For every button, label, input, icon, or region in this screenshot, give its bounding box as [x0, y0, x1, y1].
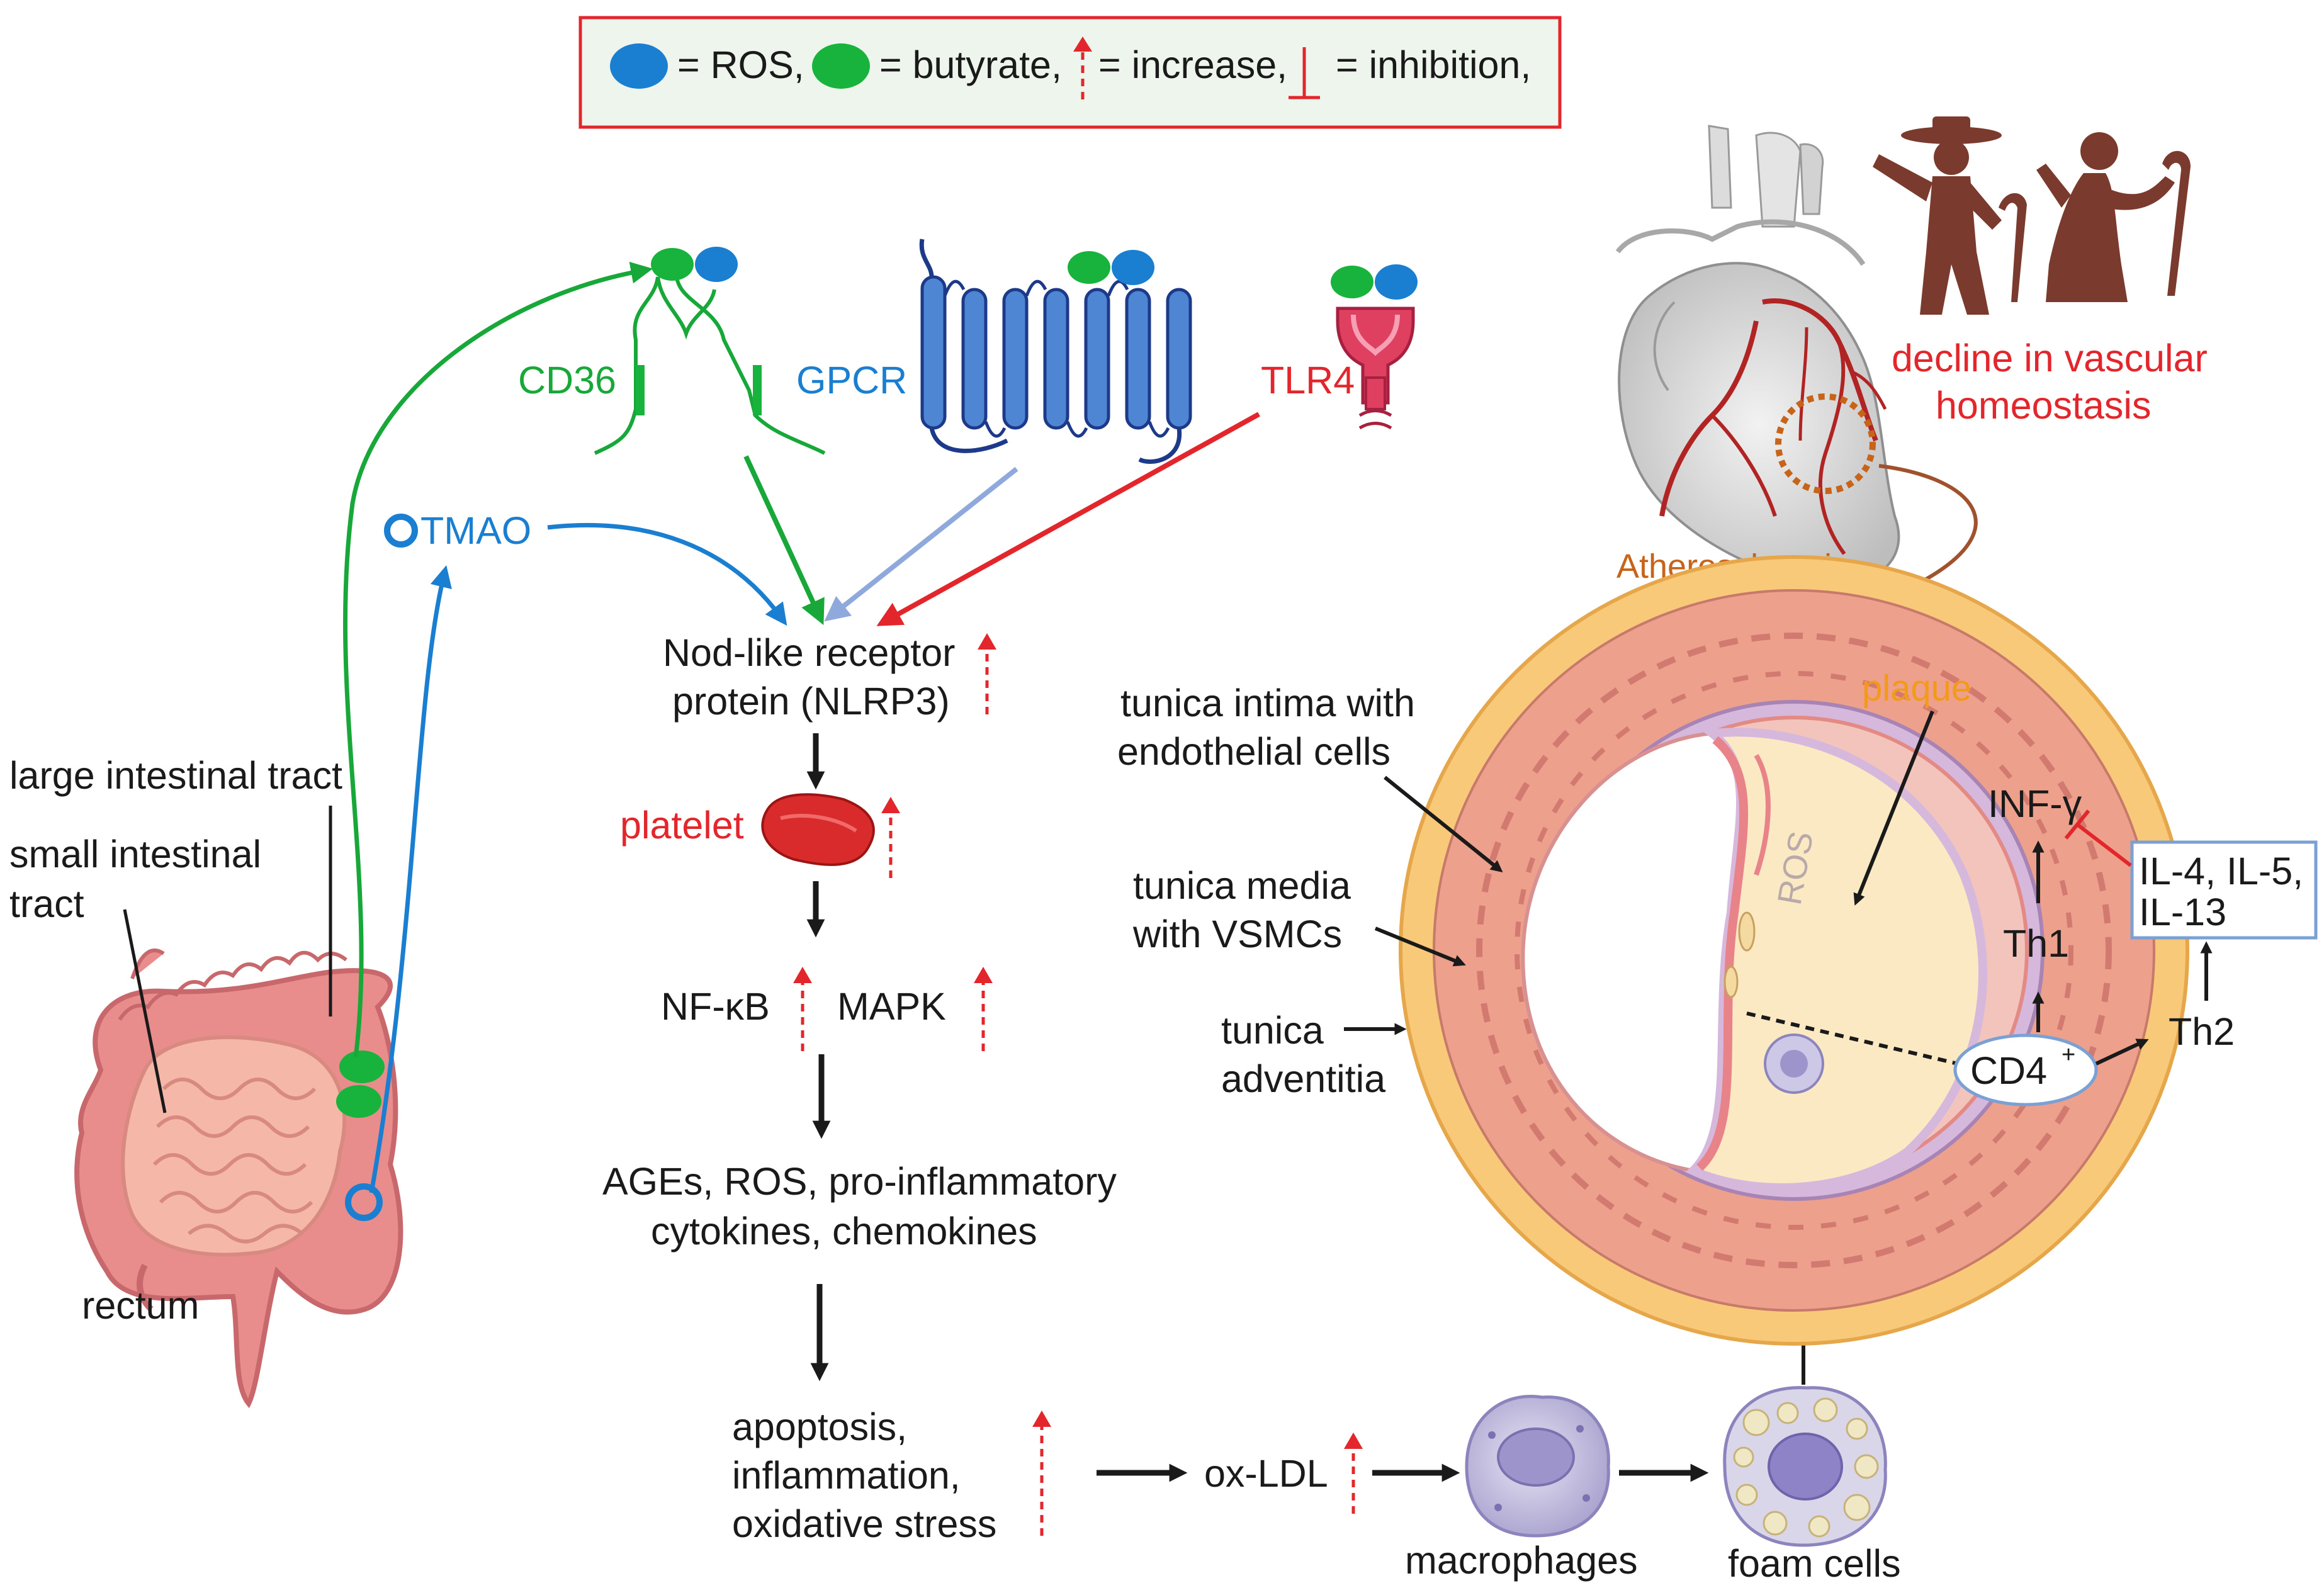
tunica-adventitia-label-2: adventitia — [1221, 1057, 1385, 1100]
gpcr-label: GPCR — [796, 359, 907, 402]
macrophage-cell — [1465, 1395, 1610, 1538]
platelet-icon — [761, 793, 875, 866]
tmao-to-nlrp3-arrow — [547, 522, 787, 626]
nfkb-label: NF-κB — [661, 985, 770, 1028]
rectum-label: rectum — [82, 1284, 199, 1327]
tlr4-to-nlrp3-arrow — [876, 412, 1260, 626]
tlr4-receptor — [1331, 264, 1418, 430]
pointer-line — [123, 909, 167, 1113]
tunica-intima-label: tunica intima with — [1120, 682, 1415, 724]
platelet-increase-icon — [881, 797, 900, 878]
ages-label: AGEs, ROS, pro-inflammatory — [602, 1160, 1117, 1203]
foam-cells-label: foam cells — [1728, 1542, 1901, 1585]
tunica-media-label: tunica media — [1133, 864, 1351, 907]
inflammation-label: inflammation, — [732, 1454, 961, 1497]
mapk-increase-icon — [974, 967, 993, 1051]
gpcr-to-nlrp3-arrow — [824, 466, 1018, 622]
il-label: IL-4, IL-5, — [2139, 850, 2303, 893]
ages-label-2: cytokines, chemokines — [651, 1210, 1037, 1253]
cd36-to-nlrp3-arrow — [743, 455, 825, 626]
plaque-pointer-arrow — [1853, 710, 1934, 906]
elderly-people-icon — [1873, 116, 2191, 315]
butyrate-icon — [336, 1085, 381, 1118]
ox-ldl-label: ox-LDL — [1204, 1452, 1328, 1495]
ros-icon — [1112, 250, 1154, 285]
cd4-dashed-link — [1746, 1011, 1958, 1066]
butyrate-icon — [1068, 251, 1110, 284]
cd4-superscript: + — [2062, 1042, 2075, 1068]
nfkb-increase-icon — [793, 967, 812, 1051]
oxidative-stress-label: oxidative stress — [732, 1502, 996, 1545]
plaque-label: plaque — [1862, 668, 1971, 709]
cd36-receptor — [594, 247, 826, 455]
nlrp3-increase-icon — [978, 633, 996, 714]
tmao-icon — [345, 1183, 383, 1221]
infg-label: INF-γ — [1988, 782, 2082, 825]
heart-illustration — [1615, 125, 1900, 587]
cd4-label: CD4 — [1970, 1049, 2047, 1092]
legend-ros-label: = ROS, — [677, 43, 804, 86]
tlr4-label: TLR4 — [1261, 359, 1355, 402]
butyrate-to-cd36-arrow — [343, 261, 653, 1058]
vascular-decline-label-2: homeostasis — [1936, 384, 2151, 427]
gpcr-receptor — [919, 239, 1192, 464]
inhibition-legend-icon — [1289, 47, 1320, 99]
apoptosis-label: apoptosis, — [732, 1405, 907, 1448]
foam-cell — [1723, 1386, 1887, 1547]
butyrate-legend-icon — [812, 43, 870, 89]
oxldl-increase-icon — [1344, 1433, 1363, 1514]
tmao-icon — [384, 514, 418, 548]
th1-label: Th1 — [2003, 922, 2069, 965]
intima-pointer-arrow — [1384, 775, 1503, 873]
intestine-illustration — [74, 949, 403, 1409]
il-inhibits-infg-icon — [2064, 809, 2132, 867]
butyrate-icon — [651, 248, 694, 281]
artery-cross-section — [1399, 555, 2189, 1346]
small-intestinal-tract-label: small intestinal — [9, 833, 261, 876]
th2-label: Th2 — [2169, 1010, 2235, 1053]
il-box — [2130, 840, 2318, 940]
butyrate-icon — [1331, 266, 1374, 298]
legend-increase-label: = increase, — [1098, 43, 1287, 86]
vascular-decline-label: decline in vascular — [1892, 337, 2208, 380]
nlrp3-label: Nod-like receptor — [663, 631, 955, 674]
ros-legend-icon — [610, 43, 668, 89]
tunica-intima-label-2: endothelial cells — [1117, 730, 1390, 773]
tmao-label: TMAO — [420, 509, 531, 552]
legend-inhibition-label: = inhibition, — [1336, 43, 1531, 86]
macrophages-label: macrophages — [1405, 1539, 1638, 1582]
cd4-to-th2-arrow — [2095, 1039, 2149, 1066]
lesion-highlight-icon — [1775, 393, 1876, 494]
ros-icon — [1375, 264, 1418, 300]
small-intestinal-tract-label-2: tract — [9, 882, 84, 925]
cd4-cell — [1953, 1033, 2098, 1107]
legend-butyrate-label: = butyrate, — [879, 43, 1062, 86]
tunica-media-label-2: with VSMCs — [1132, 913, 1342, 955]
tmao-transport-arrow — [369, 565, 452, 1193]
increase-legend-icon — [1073, 37, 1092, 99]
media-pointer-arrow — [1374, 926, 1466, 967]
tunica-adventitia-label: tunica — [1221, 1009, 1324, 1052]
nlrp3-label-2: protein (NLRP3) — [672, 680, 950, 723]
il-label-2: IL-13 — [2139, 891, 2226, 933]
large-intestinal-tract-label: large intestinal tract — [9, 754, 342, 797]
legend-box: = ROS, = butyrate, = increase, = inhibit… — [578, 16, 1562, 129]
platelet-label: platelet — [620, 804, 744, 847]
ros-icon — [695, 247, 738, 282]
mapk-label: MAPK — [837, 985, 946, 1028]
cd36-label: CD36 — [518, 359, 616, 402]
apoptosis-increase-icon — [1032, 1411, 1051, 1536]
butyrate-icon — [339, 1050, 385, 1083]
